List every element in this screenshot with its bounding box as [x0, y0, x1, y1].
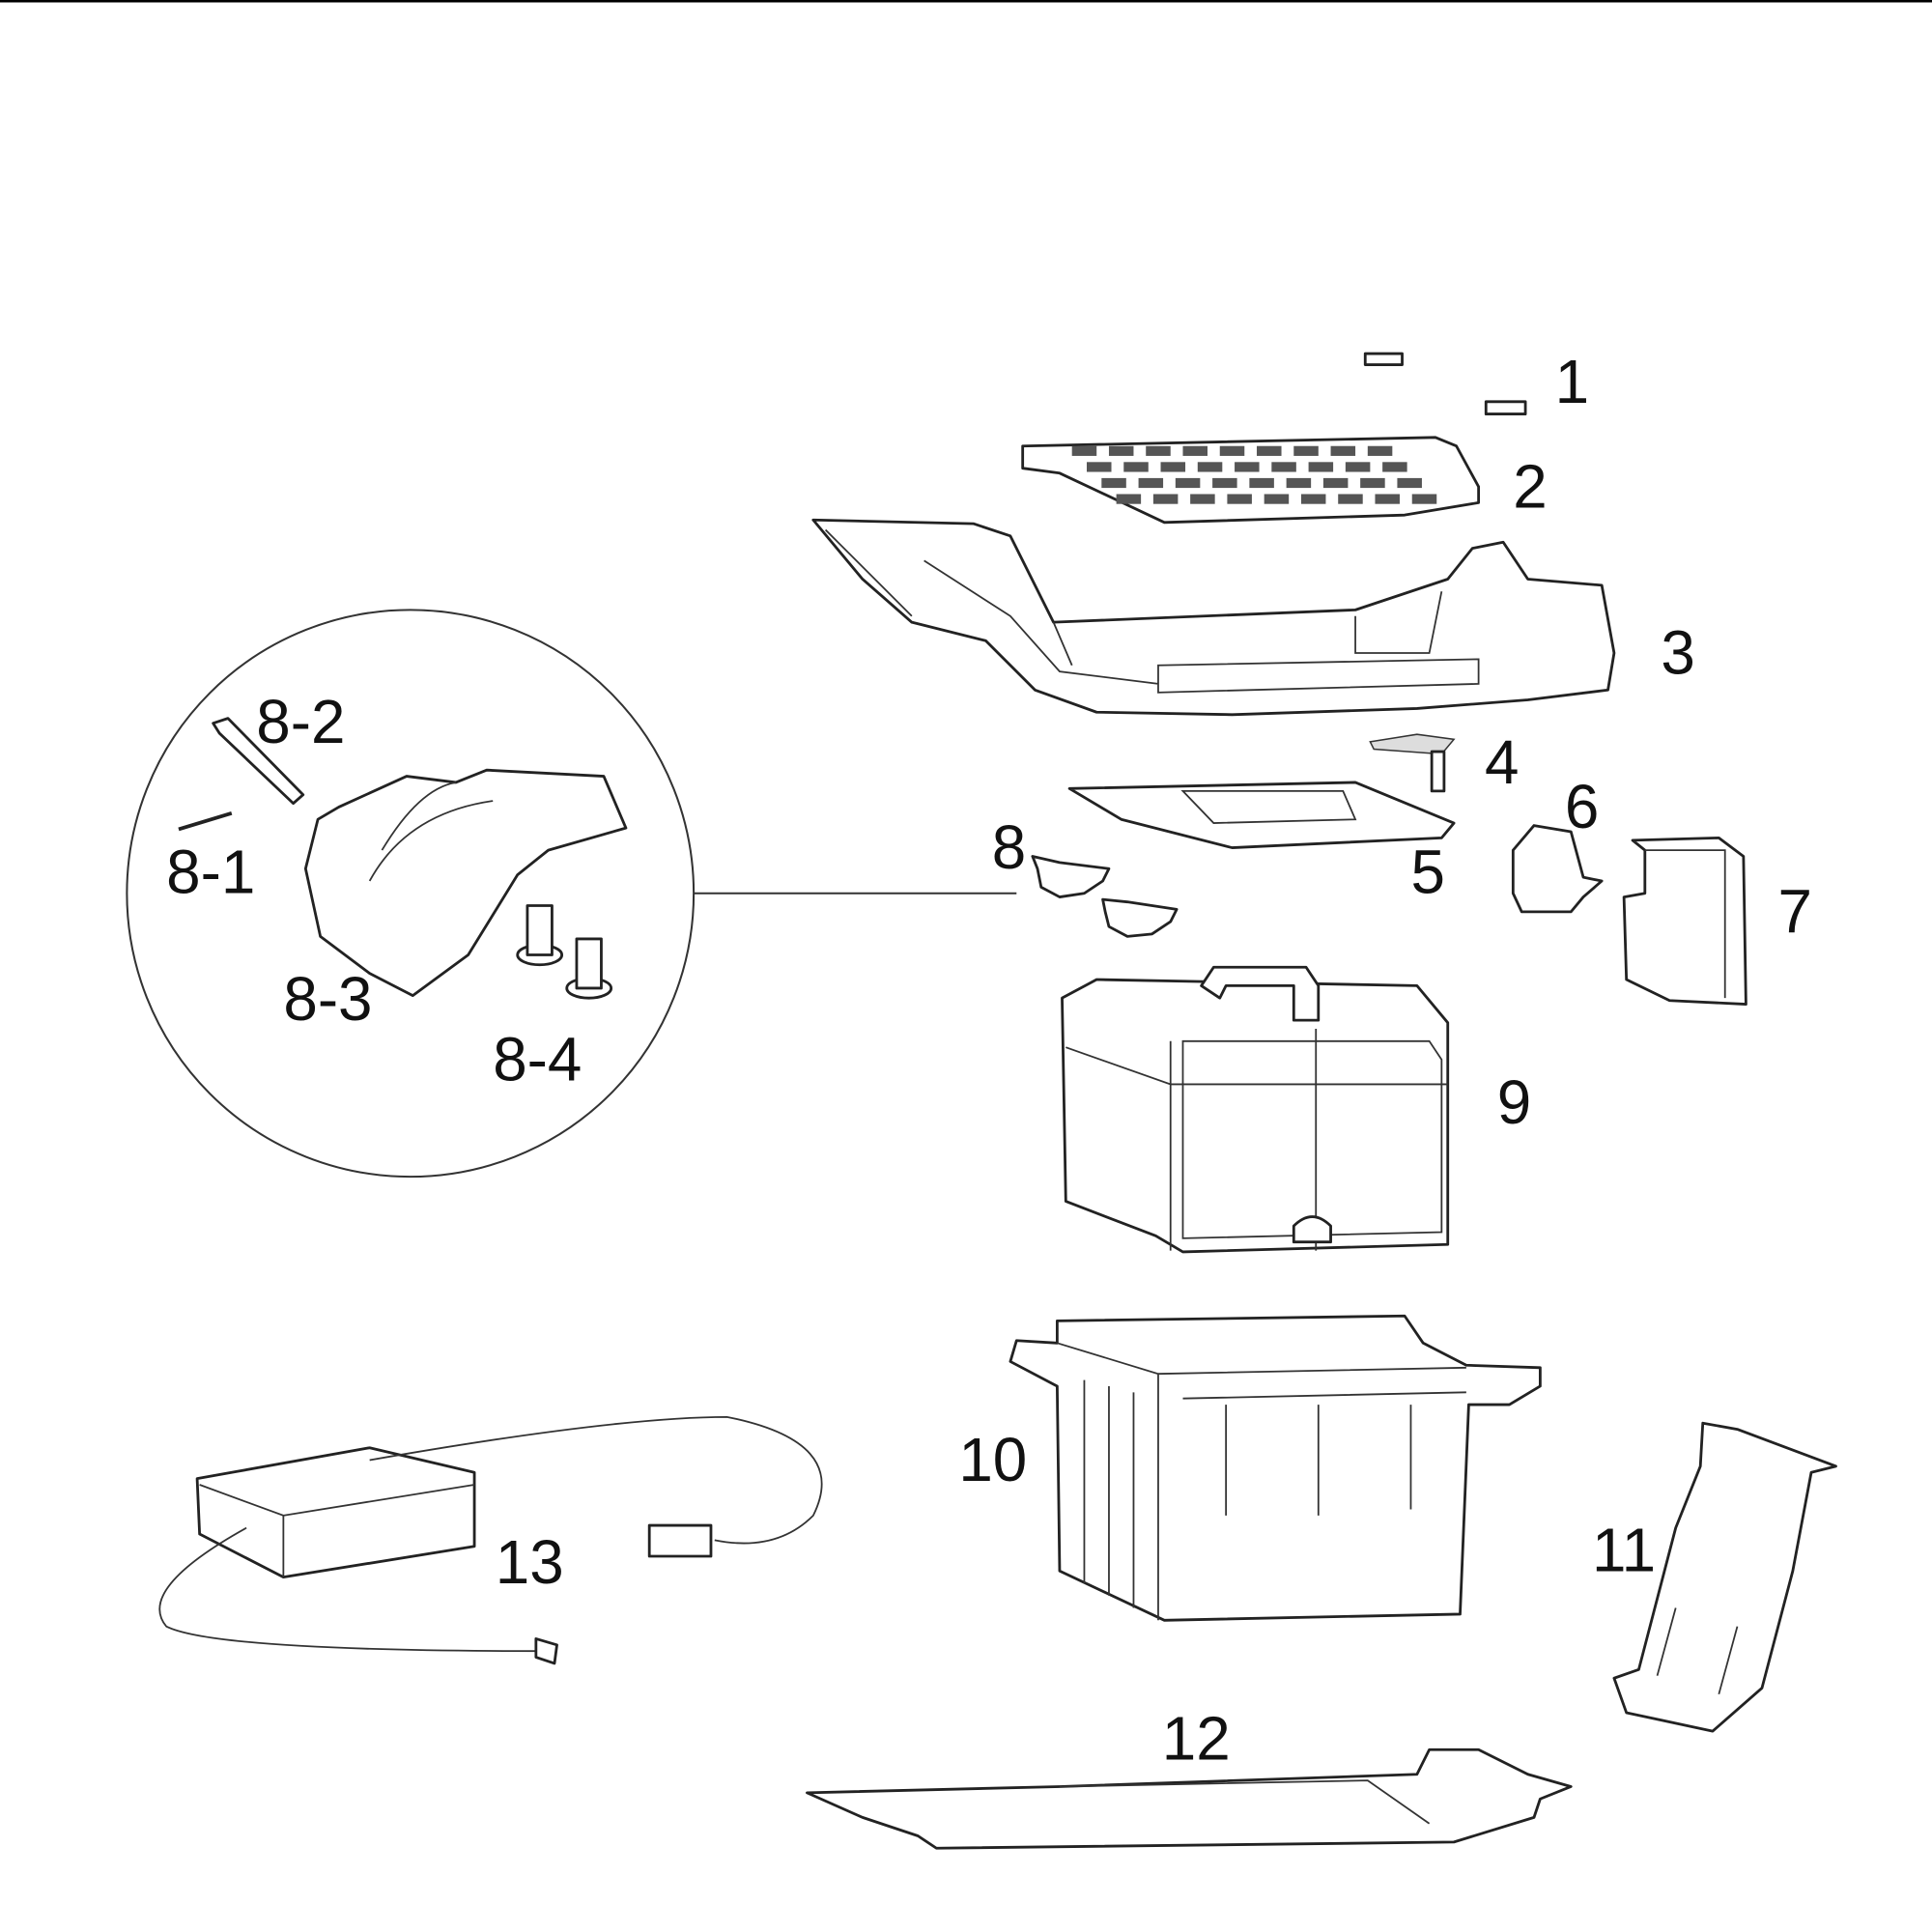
label-8-2: 8-2	[256, 687, 345, 756]
grille-hole	[1152, 494, 1179, 504]
part-7-cover	[1622, 836, 1747, 1006]
grille-hole	[1071, 445, 1097, 456]
part-3-housing	[811, 518, 1616, 717]
grille-hole	[1264, 494, 1290, 504]
label-8-1: 8-1	[166, 838, 255, 907]
label-8-3: 8-3	[283, 964, 372, 1034]
grille-hole	[1160, 462, 1186, 472]
grille-hole	[1300, 494, 1326, 504]
grille-hole	[1338, 494, 1363, 504]
part-9-battery	[1061, 965, 1450, 1254]
part-11-bracket	[1612, 1421, 1837, 1733]
grille-hole	[1360, 477, 1385, 489]
grille-hole	[1227, 494, 1252, 504]
label-10: 10	[958, 1425, 1027, 1494]
grille-hole	[1182, 445, 1208, 456]
part-5-plate	[1067, 781, 1456, 849]
grille-hole	[1322, 477, 1349, 489]
grille-hole	[1375, 494, 1400, 504]
grille-hole	[1212, 477, 1237, 489]
grille-hole	[1249, 477, 1274, 489]
grille-hole	[1382, 462, 1407, 472]
label-11: 11	[1592, 1515, 1656, 1584]
grille-hole	[1257, 445, 1282, 456]
part-10-tray	[1009, 1314, 1542, 1622]
label-1: 1	[1555, 347, 1589, 416]
label-7: 7	[1778, 877, 1812, 947]
grille-hole	[1175, 477, 1201, 489]
part-4-switch	[1369, 733, 1456, 793]
part-13-charger	[158, 1415, 823, 1665]
label-2: 2	[1513, 452, 1547, 522]
grille-hole	[1286, 477, 1312, 489]
grille-hole	[1101, 477, 1126, 489]
label-13: 13	[496, 1527, 564, 1597]
label-8: 8	[992, 812, 1026, 882]
label-4: 4	[1485, 727, 1519, 797]
grille-hole	[1308, 462, 1334, 472]
label-6: 6	[1565, 772, 1599, 841]
grille-hole	[1235, 462, 1260, 472]
part-8-brackets	[1031, 855, 1179, 938]
label-3: 3	[1661, 618, 1694, 688]
label-5: 5	[1410, 838, 1444, 907]
grille-hole	[1190, 494, 1215, 504]
grille-hole	[1271, 462, 1296, 472]
grille-hole	[1345, 462, 1371, 472]
grille-hole	[1330, 445, 1356, 456]
part-6-connector	[1511, 824, 1604, 914]
grille-hole	[1411, 494, 1437, 504]
grille-hole	[1219, 445, 1245, 456]
grille-hole	[1138, 477, 1164, 489]
part-8-4-bushings	[516, 904, 613, 1000]
part-2-grille	[1021, 436, 1481, 525]
grille-hole	[1293, 445, 1319, 456]
grille-hole	[1108, 445, 1134, 456]
grille-hole	[1397, 477, 1422, 489]
grille-hole	[1146, 445, 1171, 456]
label-12: 12	[1162, 1703, 1231, 1773]
grille-hole	[1087, 462, 1112, 472]
grille-hole	[1116, 494, 1142, 504]
part-8-2-pin	[212, 717, 305, 806]
part-8-3-bracket	[303, 768, 628, 998]
grille-hole	[1123, 462, 1149, 472]
grille-hole	[1197, 462, 1223, 472]
part-1-caps	[1363, 352, 1527, 415]
part-8-1-screw	[178, 811, 233, 832]
grille-hole	[1367, 445, 1393, 456]
label-9: 9	[1497, 1067, 1531, 1137]
label-8-4: 8-4	[493, 1025, 582, 1094]
part-12-base-plate	[806, 1747, 1573, 1850]
detail-callout	[126, 609, 1017, 1179]
